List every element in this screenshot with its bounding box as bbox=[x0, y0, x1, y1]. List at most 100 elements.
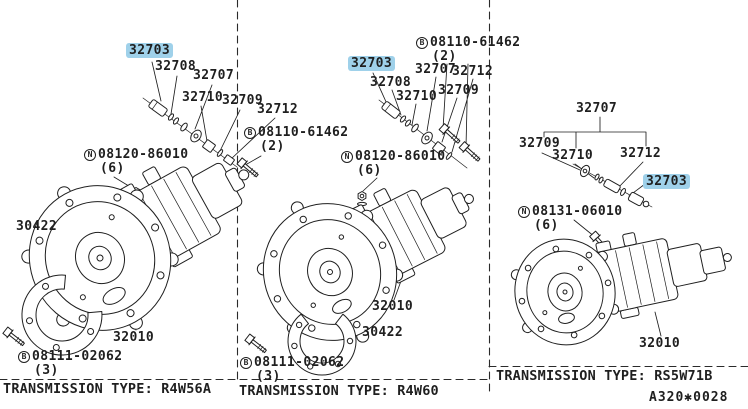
qty-label: (3) bbox=[256, 369, 281, 384]
bolt-icon-08111-middle bbox=[244, 333, 267, 354]
part-number: 32710 bbox=[182, 90, 224, 105]
part-number: 32710 bbox=[396, 89, 438, 104]
transmission-drawing-left bbox=[21, 162, 250, 331]
part-number: 08110-61462 bbox=[258, 125, 349, 140]
transmission-drawing-middle bbox=[256, 187, 474, 343]
part-label-32710-middle: 32710 bbox=[396, 90, 437, 104]
nut-icon-08120-middle bbox=[357, 191, 367, 207]
bolt-icon-08110-left bbox=[236, 157, 259, 178]
pinion-parts-right bbox=[579, 164, 650, 208]
part-number: 32708 bbox=[370, 75, 412, 90]
bolt-icon-08111-left bbox=[2, 326, 25, 347]
part-label-30422-middle: 30422 bbox=[362, 326, 403, 340]
circled-letter-b-icon: B bbox=[244, 126, 256, 139]
part-label-32010-left: 32010 bbox=[113, 331, 154, 345]
part-label-32708-left: 32708 bbox=[155, 60, 196, 74]
bolt-icon-08110-middle-2 bbox=[458, 141, 481, 162]
part-label-32703-middle: 32703 bbox=[348, 56, 396, 71]
part-label-32712-left: 32712 bbox=[257, 103, 298, 117]
gasket-drawing-30422-left bbox=[21, 274, 103, 356]
qty-label: (6) bbox=[357, 163, 382, 178]
part-number-highlighted: 32703 bbox=[348, 56, 396, 71]
part-number: 08120-86010 bbox=[355, 149, 446, 164]
circled-letter-n-icon: N bbox=[518, 205, 530, 218]
part-label-32709-right: 32709 bbox=[519, 137, 560, 151]
bell-housing-middle bbox=[262, 203, 398, 341]
part-number: 32712 bbox=[620, 146, 662, 161]
part-label-32707-right: 32707 bbox=[576, 102, 617, 116]
part-number: 32709 bbox=[222, 93, 264, 108]
part-label-32703-right: 32703 bbox=[643, 174, 691, 189]
part-number: 32010 bbox=[372, 299, 414, 314]
part-number: 08131-06010 bbox=[532, 204, 623, 219]
panel-left-drawing bbox=[2, 61, 276, 356]
qty-label: (2) bbox=[432, 49, 457, 64]
part-label-32710-right: 32710 bbox=[552, 149, 593, 163]
part-label-30422-left: 30422 bbox=[16, 220, 57, 234]
part-number: 32010 bbox=[113, 330, 155, 345]
panel-middle-drawing bbox=[244, 63, 481, 376]
transmission-type-right: TRANSMISSION TYPE: RS5W71B bbox=[496, 368, 713, 384]
part-label-32707-middle: 32707 bbox=[415, 63, 456, 77]
circled-letter-b-icon: B bbox=[18, 350, 30, 363]
part-number: 30422 bbox=[16, 219, 58, 234]
part-number: 32707 bbox=[193, 68, 235, 83]
transmission-type-middle: TRANSMISSION TYPE: R4W60 bbox=[239, 383, 439, 399]
part-number: 32010 bbox=[639, 336, 681, 351]
part-label-32710-left: 32710 bbox=[182, 91, 223, 105]
bell-housing-right bbox=[514, 238, 616, 346]
leader-lines-middle bbox=[349, 63, 474, 335]
gasket-drawing-30422-middle bbox=[287, 313, 357, 376]
gasket-holes-left bbox=[26, 282, 95, 351]
part-label-32707-left: 32707 bbox=[193, 69, 234, 83]
panel-right-drawing bbox=[510, 116, 732, 346]
part-label-32010-middle: 32010 bbox=[372, 300, 413, 314]
circled-letter-b-icon: B bbox=[416, 36, 428, 49]
part-label-32712-right: 32712 bbox=[620, 147, 661, 161]
part-number: 32709 bbox=[519, 136, 561, 151]
part-number: 32708 bbox=[155, 59, 197, 74]
qty-label: (2) bbox=[260, 139, 285, 154]
part-label-32709-left: 32709 bbox=[222, 94, 263, 108]
part-number: 08111-02062 bbox=[254, 355, 345, 370]
pinion-parts-middle bbox=[381, 101, 453, 160]
part-number: 32707 bbox=[576, 101, 618, 116]
qty-label: (6) bbox=[534, 218, 559, 233]
part-number: 32709 bbox=[438, 83, 480, 98]
part-label-32709-middle: 32709 bbox=[438, 84, 479, 98]
transmission-drawing-right bbox=[510, 232, 732, 346]
circled-letter-b-icon: B bbox=[240, 356, 252, 369]
part-number: 32712 bbox=[257, 102, 299, 117]
part-number: 32707 bbox=[415, 62, 457, 77]
gasket-holes-middle bbox=[291, 321, 354, 370]
circled-letter-n-icon: N bbox=[84, 148, 96, 161]
part-number-highlighted: 32703 bbox=[126, 43, 174, 58]
part-number: 08110-61462 bbox=[430, 35, 521, 50]
transmission-type-left: TRANSMISSION TYPE: R4W56A bbox=[3, 381, 212, 397]
part-number: 30422 bbox=[362, 325, 404, 340]
part-label-32010-right: 32010 bbox=[639, 337, 680, 351]
part-number: 08120-86010 bbox=[98, 147, 189, 162]
part-label-32712-middle: 32712 bbox=[452, 65, 493, 79]
part-number-highlighted: 32703 bbox=[643, 174, 691, 189]
part-label-32708-middle: 32708 bbox=[370, 76, 411, 90]
qty-label: (6) bbox=[100, 161, 125, 176]
bolt-icon-08110-middle-1 bbox=[438, 123, 461, 144]
bracket-lines-right bbox=[543, 116, 647, 149]
qty-label: (3) bbox=[34, 363, 59, 378]
part-number: 08111-02062 bbox=[32, 349, 123, 364]
circled-letter-n-icon: N bbox=[341, 150, 353, 163]
part-label-32703-left: 32703 bbox=[126, 43, 174, 58]
diagram-code: A320✱0028 bbox=[649, 390, 729, 405]
part-number: 32710 bbox=[552, 148, 594, 163]
